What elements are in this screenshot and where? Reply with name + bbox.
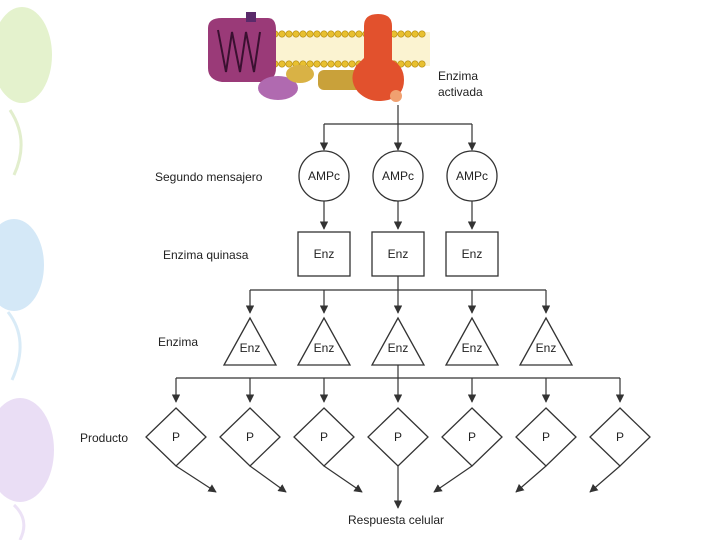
product-node: P	[219, 407, 281, 467]
enzyme-node: Enz	[444, 316, 500, 366]
product-text: P	[320, 430, 328, 444]
second-messenger-text: AMPc	[456, 169, 488, 183]
connector-arrow	[515, 465, 547, 493]
enzyme-node: Enz	[222, 316, 278, 366]
product-text: P	[394, 430, 402, 444]
kinase-node: Enz	[297, 231, 351, 277]
enzyme-text: Enz	[240, 341, 261, 355]
receptor-protein	[208, 18, 276, 82]
decorative-balloons	[0, 7, 54, 540]
product-text: P	[246, 430, 254, 444]
kinase-node: Enz	[445, 231, 499, 277]
product-text: P	[616, 430, 624, 444]
enzyme-node: Enz	[370, 316, 426, 366]
second-messenger-text: AMPc	[308, 169, 340, 183]
product-node: P	[367, 407, 429, 467]
connector-arrow	[175, 465, 217, 493]
enzyme-text: Enz	[536, 341, 557, 355]
second-messenger-text: AMPc	[382, 169, 414, 183]
product-node: P	[145, 407, 207, 467]
adenylate-cyclase-enzyme	[352, 14, 404, 101]
product-node: P	[293, 407, 355, 467]
product-node: P	[589, 407, 651, 467]
kinase-text: Enz	[314, 247, 335, 261]
connector-arrow	[589, 465, 621, 493]
second-messenger-label: Segundo mensajero	[155, 170, 263, 184]
connector-arrow	[433, 465, 473, 493]
cascade-connectors	[171, 105, 625, 509]
second-messenger-node: AMPc	[446, 150, 498, 202]
cell-membrane-illustration	[208, 12, 430, 102]
kinase-text: Enz	[462, 247, 483, 261]
kinase-node: Enz	[371, 231, 425, 277]
product-node: P	[515, 407, 577, 467]
enzyme-node: Enz	[296, 316, 352, 366]
product-text: P	[542, 430, 550, 444]
kinase-text: Enz	[388, 247, 409, 261]
enzyme-text: Enz	[314, 341, 335, 355]
second-messenger-node: AMPc	[298, 150, 350, 202]
enzyme-label: Enzima	[158, 335, 198, 349]
enzyme-activated-label-line1: Enzima	[438, 69, 478, 83]
enzyme-text: Enz	[462, 341, 483, 355]
enzyme-text: Enz	[388, 341, 409, 355]
kinase-label: Enzima quinasa	[163, 248, 249, 262]
cellular-response-label: Respuesta celular	[348, 513, 444, 527]
connector-arrow	[249, 465, 287, 493]
g-protein	[318, 70, 364, 90]
product-text: P	[468, 430, 476, 444]
product-node: P	[441, 407, 503, 467]
enzyme-node: Enz	[518, 316, 574, 366]
second-messenger-node: AMPc	[372, 150, 424, 202]
product-text: P	[172, 430, 180, 444]
product-label: Producto	[80, 431, 128, 445]
connector-arrow	[323, 465, 363, 493]
enzyme-activated-label-line2: activada	[438, 85, 483, 99]
